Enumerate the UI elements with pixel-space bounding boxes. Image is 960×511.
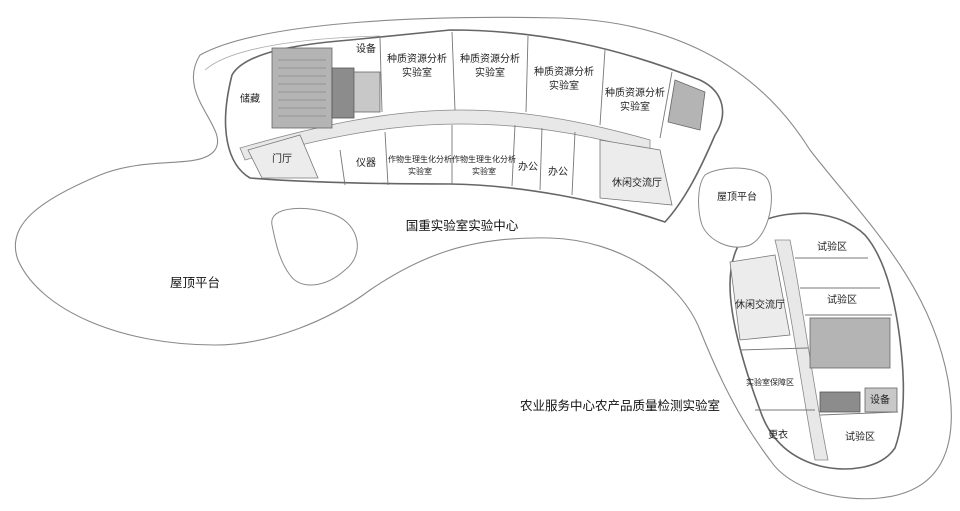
label-test-area-1: 试验区 <box>817 240 847 253</box>
label-roof-platform-right: 屋顶平台 <box>717 190 757 203</box>
equipment-room-1 <box>353 71 381 113</box>
label-germplasm-lab-3: 种质资源分析 <box>534 65 594 78</box>
label-germplasm-lab-4: 种质资源分析 <box>605 86 665 99</box>
roof-inner-line <box>204 35 381 71</box>
lounge-area-2 <box>729 254 791 341</box>
label-office-1: 办公 <box>518 160 538 173</box>
label-lobby: 门厅 <box>272 152 292 165</box>
label-germplasm-lab-2-suffix: 实验室 <box>475 66 505 79</box>
building2-corridor <box>774 239 829 461</box>
label-germplasm-lab-3-suffix: 实验室 <box>549 79 579 92</box>
label-germplasm-lab-1: 种质资源分析 <box>387 52 447 65</box>
label-crop-physio-lab-1: 作物生理生化分析 <box>388 154 452 164</box>
label-building1-title: 国重实验室实验中心 <box>406 218 519 233</box>
label-lab-security: 实验室保障区 <box>746 377 794 387</box>
label-lounge-2: 休闲交流厅 <box>735 298 785 311</box>
elevator-core-2 <box>819 391 861 413</box>
label-building2-title: 农业服务中心农产品质量检测实验室 <box>520 398 720 413</box>
label-storage: 储藏 <box>240 92 260 105</box>
label-changing: 更衣 <box>768 428 788 441</box>
label-test-area-2: 试验区 <box>827 293 857 306</box>
roof-platform-2 <box>698 167 772 248</box>
building1-partitions <box>339 31 673 196</box>
label-office-2: 办公 <box>548 165 568 178</box>
label-lounge-1: 休闲交流厅 <box>612 176 662 189</box>
lobby-area <box>247 134 319 179</box>
label-test-area-3: 试验区 <box>845 430 875 443</box>
stair-core-1 <box>271 47 333 129</box>
roof-island <box>271 207 358 286</box>
stair-core-1b <box>667 79 706 131</box>
label-equipment-bottom: 设备 <box>870 393 890 406</box>
label-instrument: 仪器 <box>356 157 376 169</box>
label-germplasm-lab-4-suffix: 实验室 <box>620 100 650 113</box>
stair-lines-1 <box>278 59 326 117</box>
roof-platform-outline <box>14 16 952 500</box>
elevator-core-1 <box>331 67 355 119</box>
label-crop-physio-lab-2: 作物生理生化分析 <box>452 154 516 164</box>
lounge-area-1 <box>599 139 673 206</box>
label-crop-physio-lab-1-suffix: 实验室 <box>408 166 432 176</box>
label-crop-physio-lab-2-suffix: 实验室 <box>472 166 496 176</box>
label-equipment-top: 设备 <box>356 42 376 55</box>
equipment-room-2 <box>864 387 898 413</box>
label-germplasm-lab-1-suffix: 实验室 <box>402 66 432 79</box>
label-germplasm-lab-2: 种质资源分析 <box>460 52 520 65</box>
stair-core-2 <box>809 317 891 369</box>
building2-partitions <box>739 257 899 416</box>
label-roof-platform-left: 屋顶平台 <box>170 275 220 290</box>
